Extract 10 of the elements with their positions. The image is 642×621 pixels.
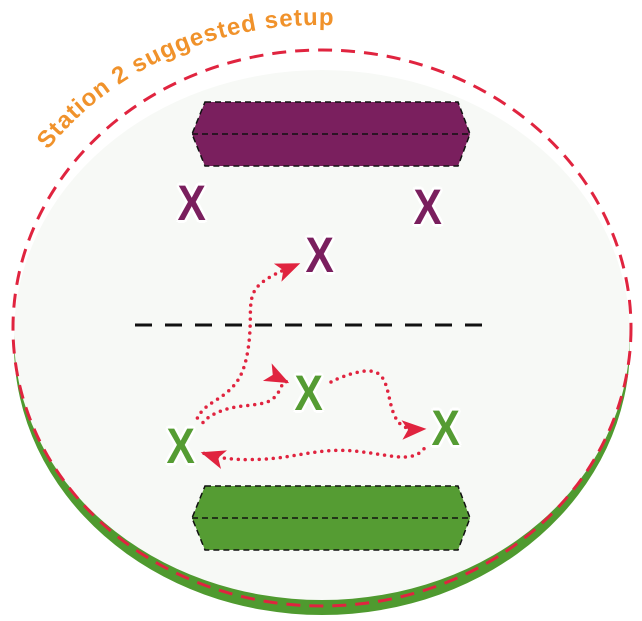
player-marker: X xyxy=(432,403,460,453)
player-marker: X xyxy=(178,178,206,228)
movement-arrow xyxy=(200,447,426,470)
player-marker: X xyxy=(306,230,334,280)
movement-arrow xyxy=(329,369,426,440)
movement-arrow xyxy=(201,363,290,424)
movement-arrow xyxy=(196,262,300,420)
player-marker: X xyxy=(414,182,442,232)
player-marker: X xyxy=(166,421,196,471)
player-marker: X xyxy=(294,368,324,418)
